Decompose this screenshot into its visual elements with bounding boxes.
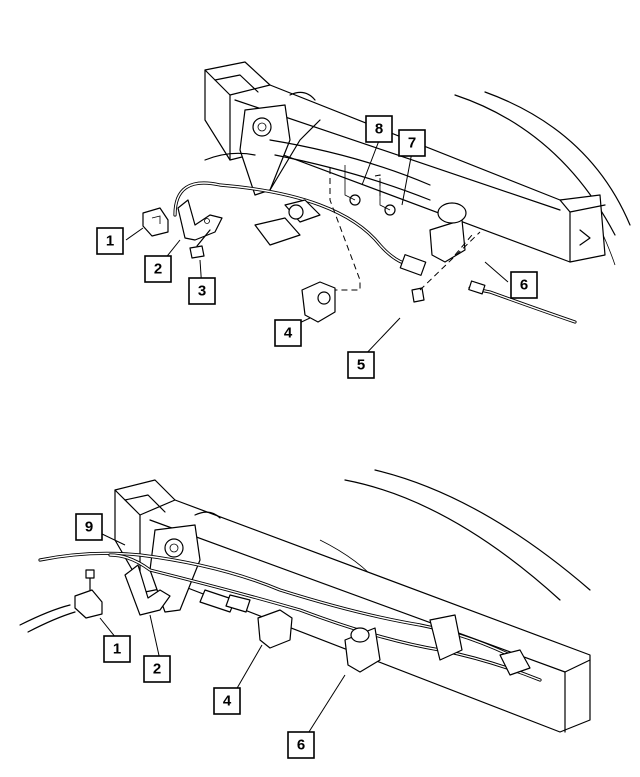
assembly-dashes-top: [329, 168, 481, 291]
callout-label: 1: [113, 641, 121, 658]
callout-2-bottom: 2: [143, 655, 171, 683]
brake-cable-top: [173, 181, 577, 324]
callout-label: 2: [154, 261, 162, 278]
drum-bracket-part-bottom: [344, 614, 531, 676]
callout-6-bottom: 6: [287, 731, 315, 759]
cable-clip-part-top: [142, 207, 169, 237]
frame-crossmember-bottom: [114, 479, 591, 733]
callout-1-top: 1: [96, 227, 124, 255]
callout-5-top: 5: [347, 351, 375, 379]
callout-3-top: 3: [188, 277, 216, 305]
cable-bracket-4-part-top: [301, 281, 336, 323]
bottom-illustration: [19, 469, 591, 736]
cable-bracket-part-bottom: [124, 564, 171, 616]
bolt-part-top: [189, 229, 211, 259]
callout-label: 9: [85, 519, 93, 536]
bolts-7-8-top: [344, 165, 396, 216]
cable-bracket-part-top: [177, 199, 223, 241]
adjuster-parts-bottom: [199, 589, 251, 613]
top-illustration: [125, 61, 631, 359]
frame-crossmember-top: [204, 61, 606, 263]
cable-bracket-4-part-bottom: [257, 609, 293, 649]
callout-9-bottom: 9: [75, 513, 103, 541]
equalizer-part-top: [254, 199, 321, 246]
frame-rail-left-bottom: [149, 511, 221, 613]
callout-label: 7: [408, 135, 416, 152]
callout-label: 6: [520, 277, 528, 294]
drum-bracket-part-top: [411, 202, 467, 303]
callout-label: 1: [106, 233, 114, 250]
cable-clip-part-bottom: [74, 569, 103, 619]
leader-lines-bottom: [99, 532, 346, 736]
callout-1-bottom: 1: [103, 635, 131, 663]
callouts-top: 1 2 3 4 5 6 7 8: [96, 115, 538, 379]
callout-4-bottom: 4: [213, 687, 241, 715]
callout-label: 3: [198, 283, 206, 300]
callout-7-top: 7: [398, 129, 426, 157]
callout-6-top: 6: [510, 271, 538, 299]
axle-tube-top: [269, 139, 431, 201]
callout-label: 8: [375, 121, 383, 138]
callouts-bottom: 9 1 2 4 6: [75, 513, 315, 759]
callout-label: 6: [297, 737, 305, 754]
callout-label: 5: [357, 357, 365, 374]
callout-4-top: 4: [274, 319, 302, 347]
callout-8-top: 8: [365, 115, 393, 143]
callout-label: 4: [284, 325, 293, 342]
callout-label: 2: [153, 661, 161, 678]
callout-2-top: 2: [144, 255, 172, 283]
callout-label: 4: [223, 693, 232, 710]
